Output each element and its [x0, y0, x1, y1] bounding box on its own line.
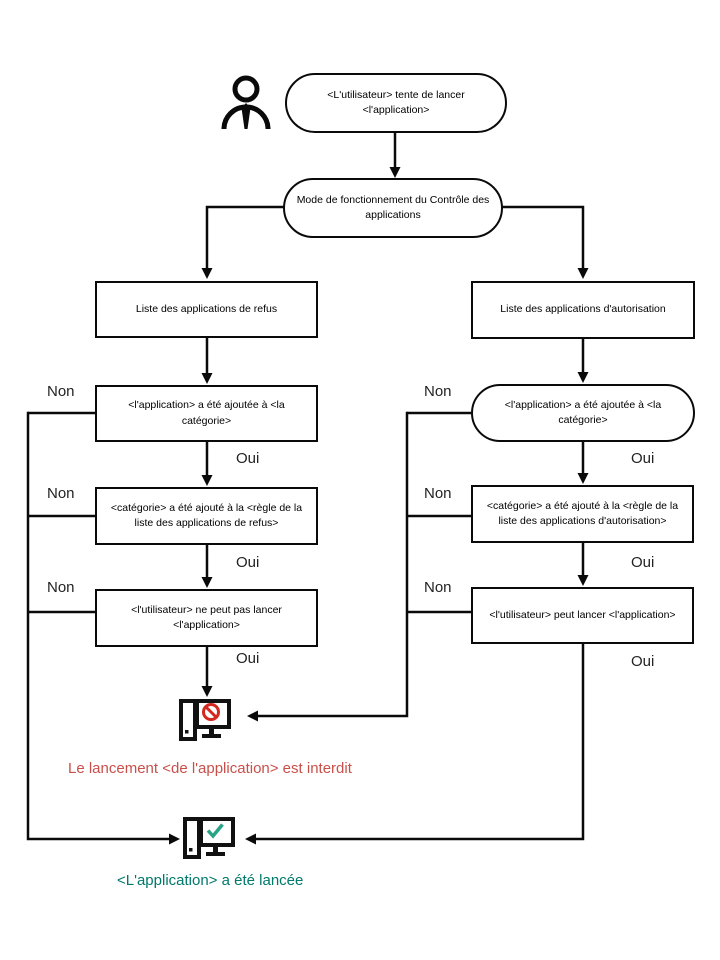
computer-launched-icon	[183, 817, 235, 859]
edge-label-yes: Oui	[631, 554, 655, 571]
allow-rule-node: <catégorie> a été ajouté à la <règle de …	[471, 485, 694, 543]
allow-result-node: <l'utilisateur> peut lancer <l'applicati…	[471, 587, 694, 644]
connector-arrowheads	[169, 167, 589, 845]
edge-label-yes: Oui	[236, 650, 260, 667]
edge-label-no: Non	[424, 485, 452, 502]
start-node: <L'utilisateur> tente de lancer <l'appli…	[285, 73, 507, 133]
edge-label-no: Non	[47, 579, 75, 596]
edge-label-yes: Oui	[631, 653, 655, 670]
edge-label-no: Non	[424, 383, 452, 400]
edge-label-no: Non	[47, 485, 75, 502]
edge-label-yes: Oui	[631, 450, 655, 467]
edge-label-no: Non	[47, 383, 75, 400]
blocked-outcome-text: Le lancement <de l'application> est inte…	[68, 760, 352, 777]
computer-blocked-icon	[179, 699, 231, 741]
mode-node: Mode de fonctionnement du Contrôle des a…	[283, 178, 503, 238]
allow-list-node: Liste des applications d'autorisation	[471, 281, 695, 339]
edge-label-no: Non	[424, 579, 452, 596]
edge-label-yes: Oui	[236, 554, 260, 571]
check-icon	[206, 823, 224, 839]
prohibit-icon	[202, 703, 220, 721]
deny-added-node: <l'application> a été ajoutée à <la caté…	[95, 385, 318, 442]
deny-rule-node: <catégorie> a été ajouté à la <règle de …	[95, 487, 318, 545]
launched-outcome-text: <L'application> a été lancée	[117, 872, 304, 889]
deny-list-node: Liste des applications de refus	[95, 281, 318, 338]
edge-label-yes: Oui	[236, 450, 260, 467]
allow-added-node: <l'application> a été ajoutée à <la caté…	[471, 384, 695, 442]
user-icon	[221, 75, 271, 130]
deny-result-node: <l'utilisateur> ne peut pas lancer <l'ap…	[95, 589, 318, 647]
connector-lines	[26, 133, 585, 841]
